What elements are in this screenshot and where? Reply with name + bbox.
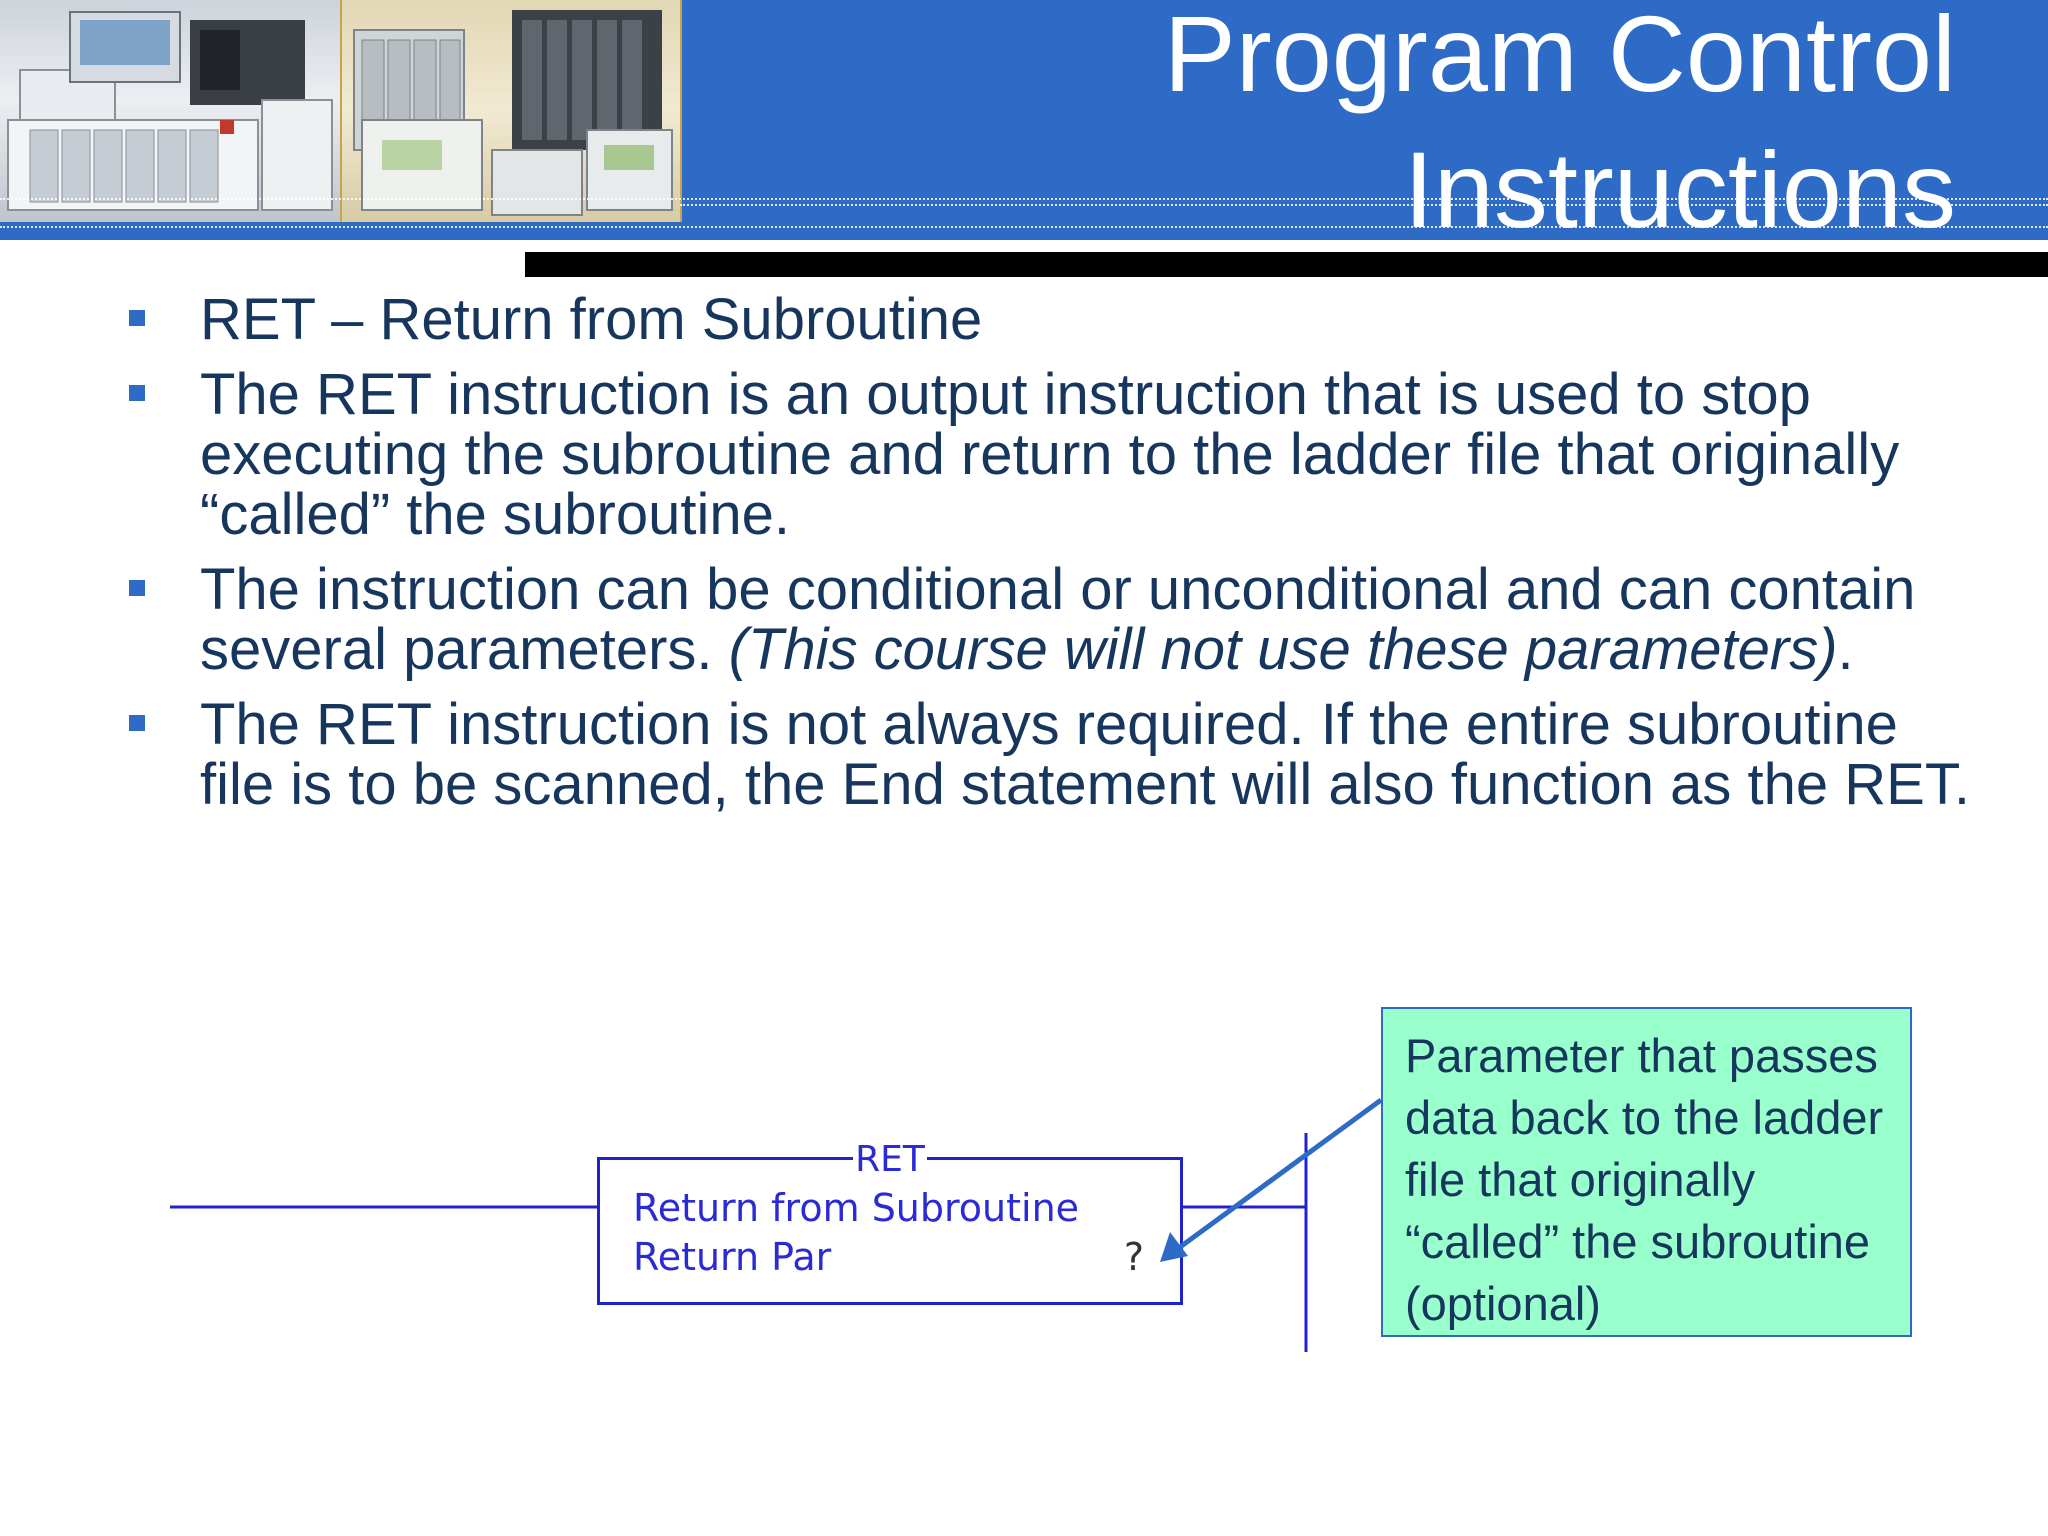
bullet-list: RET – Return from Subroutine The RET ins…: [0, 290, 2048, 830]
plc-hardware-illustration: [7, 11, 333, 211]
bullet-text: RET – Return from Subroutine: [200, 287, 983, 352]
bullet-text: The RET instruction is an output instruc…: [200, 362, 1900, 547]
bullet-item: The RET instruction is not always requir…: [0, 695, 2048, 815]
ret-parameter-row: Return Par ?: [633, 1235, 1144, 1279]
header-photo-modules: [342, 0, 682, 222]
ret-parameter-value[interactable]: ?: [1123, 1235, 1144, 1279]
callout-arrow-line: [1174, 1097, 1383, 1253]
header-photo-controllers: [0, 0, 342, 222]
banner-divider: [680, 204, 2048, 206]
bullet-text: The instruction can be conditional or un…: [200, 557, 1916, 682]
ret-mnemonic: RET: [853, 1139, 927, 1180]
callout-box: Parameter that passes data back to the l…: [1381, 1007, 1912, 1337]
ret-instruction-block[interactable]: RET Return from Subroutine Return Par ?: [597, 1139, 1183, 1305]
bullet-item: RET – Return from Subroutine: [0, 290, 2048, 350]
ret-parameter-label: Return Par: [633, 1235, 832, 1279]
ret-instruction-name: Return from Subroutine: [633, 1186, 1080, 1230]
square-bullet-icon: [129, 580, 145, 596]
square-bullet-icon: [129, 385, 145, 401]
bullet-text-tail: .: [1837, 617, 1854, 682]
page-title-line1: Program Control: [1163, 0, 1956, 114]
bullet-italic-note: (This course will not use these paramete…: [728, 617, 1838, 682]
bullet-text: The RET instruction is not always requir…: [200, 692, 1970, 817]
square-bullet-icon: [129, 715, 145, 731]
plc-modules-illustration: [353, 10, 673, 216]
banner-corner: [0, 240, 525, 278]
bullet-item: The instruction can be conditional or un…: [0, 560, 2048, 680]
page-title-line2: Instructions: [1403, 129, 1956, 250]
header-underline-bar: [525, 252, 2048, 277]
bullet-item: The RET instruction is an output instruc…: [0, 365, 2048, 545]
header-banner: Program Control Instructions: [0, 0, 2048, 244]
callout-text: Parameter that passes data back to the l…: [1405, 1029, 1884, 1330]
banner-divider: [0, 226, 2048, 228]
banner-divider: [0, 198, 2048, 200]
square-bullet-icon: [129, 310, 145, 326]
